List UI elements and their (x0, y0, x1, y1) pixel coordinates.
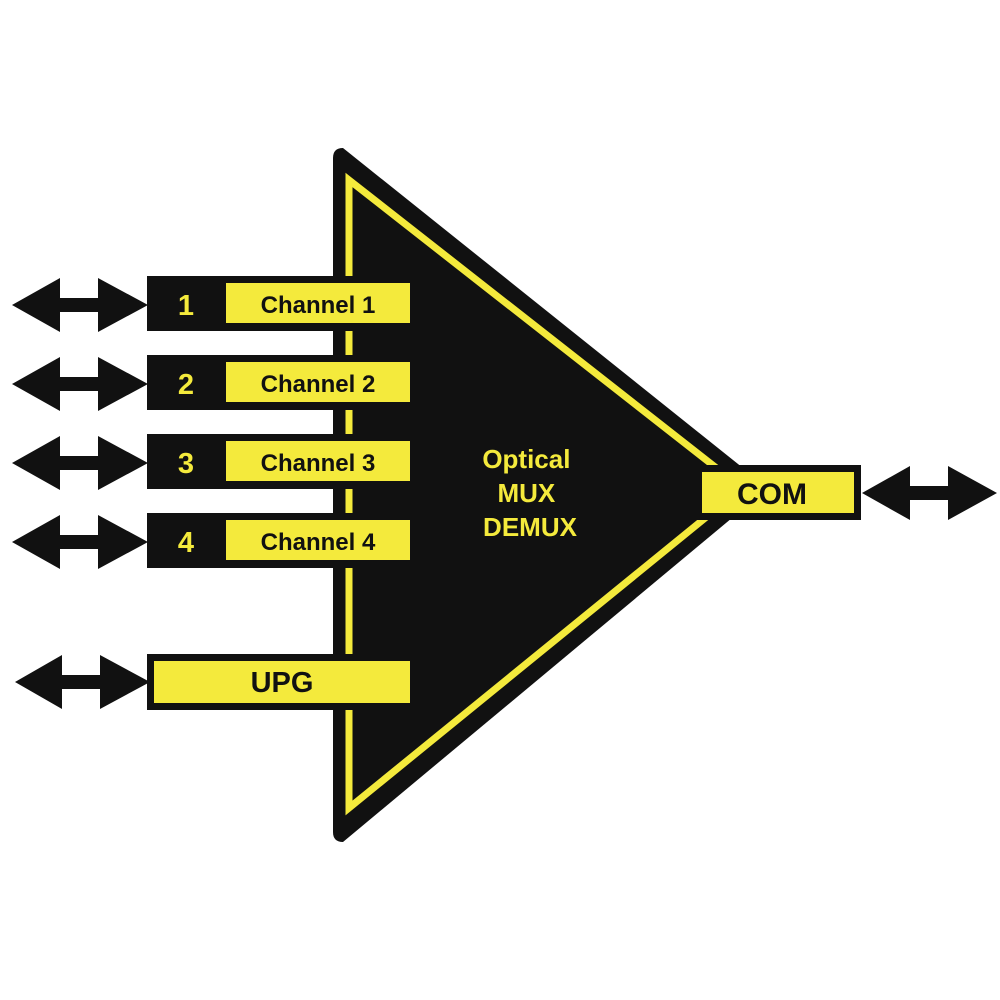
channel-number: 1 (178, 290, 194, 322)
mux-body (333, 148, 768, 842)
double-headed-arrow-icon (15, 655, 150, 709)
mux-triangle-border (345, 172, 748, 816)
mux-label-line-2: MUX (497, 478, 555, 508)
channel-label: Channel 2 (261, 371, 376, 398)
com-label: COM (737, 478, 807, 511)
channel-label-bg (226, 520, 410, 560)
channel-number: 4 (178, 527, 194, 559)
channel-port-3[interactable]: 3 Channel 3 (12, 434, 415, 490)
channel-port-4[interactable]: 4 Channel 4 (12, 513, 415, 569)
upg-port[interactable]: UPG (15, 654, 415, 710)
channel-port-2[interactable]: 2 Channel 2 (12, 355, 415, 411)
channel-label-bg (226, 283, 410, 323)
double-headed-arrow-icon (12, 278, 148, 332)
com-port[interactable]: COM (695, 465, 997, 520)
double-headed-arrow-icon (12, 515, 148, 569)
mux-label: Optical MUX DEMUX (482, 444, 577, 542)
channel-label-bg (226, 362, 410, 402)
channel-label: Channel 4 (261, 529, 376, 556)
double-headed-arrow-icon (12, 436, 148, 490)
channel-number: 2 (178, 369, 194, 401)
channel-label-bg (226, 441, 410, 481)
mux-triangle-outer (333, 148, 768, 842)
channel-number: 3 (178, 448, 194, 480)
mux-label-line-3: DEMUX (483, 512, 578, 542)
double-headed-arrow-icon (862, 466, 997, 520)
double-headed-arrow-icon (12, 357, 148, 411)
com-label-bg (702, 472, 854, 513)
channel-port-1[interactable]: 1 Channel 1 (12, 276, 415, 332)
channel-label: Channel 3 (261, 450, 376, 477)
upg-label-bg (154, 661, 410, 703)
mux-label-line-1: Optical (482, 444, 570, 474)
channel-label: Channel 1 (261, 292, 376, 319)
upg-label: UPG (251, 667, 314, 699)
